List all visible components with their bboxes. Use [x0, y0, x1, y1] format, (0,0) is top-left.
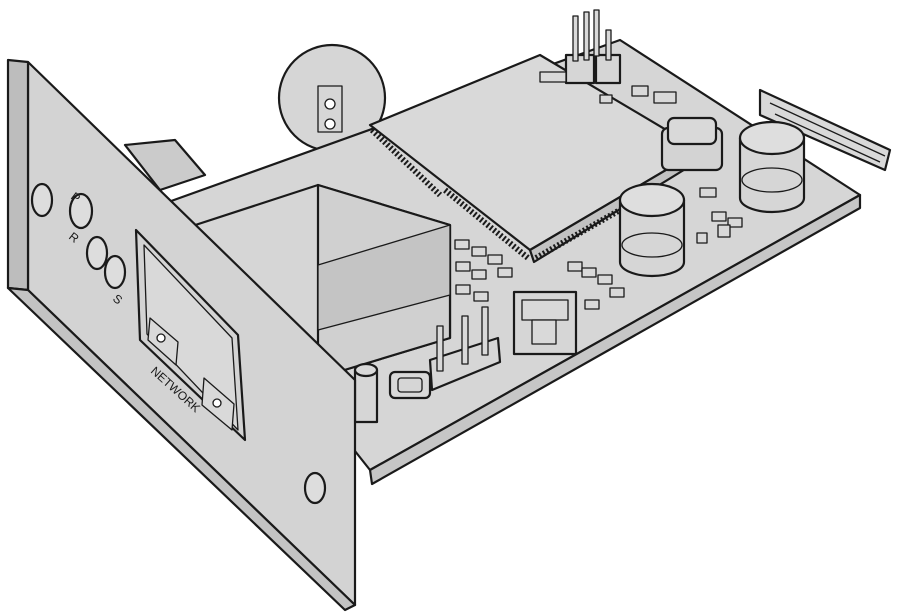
capacitor-1: [618, 182, 686, 278]
front-connector: [388, 370, 432, 400]
round-pad: [277, 43, 387, 153]
standoff: [353, 362, 379, 424]
header-pins-top: [564, 9, 622, 85]
capacitor-2: [738, 120, 806, 214]
led-s: [103, 254, 127, 290]
mount-hole-bottom: [303, 471, 327, 505]
header-pins-front: [428, 306, 502, 392]
usb-port: [512, 290, 578, 356]
smd-components: [454, 71, 743, 310]
network-port: [134, 228, 247, 442]
mount-hole-top: [30, 182, 54, 218]
led-p: [68, 192, 94, 230]
ribbon-connector: [123, 138, 207, 192]
rj45-housing: [178, 183, 452, 380]
led-r: [85, 235, 109, 271]
panel-holes: [30, 182, 327, 505]
chip-pins: [369, 127, 622, 261]
inductor: [660, 116, 724, 172]
